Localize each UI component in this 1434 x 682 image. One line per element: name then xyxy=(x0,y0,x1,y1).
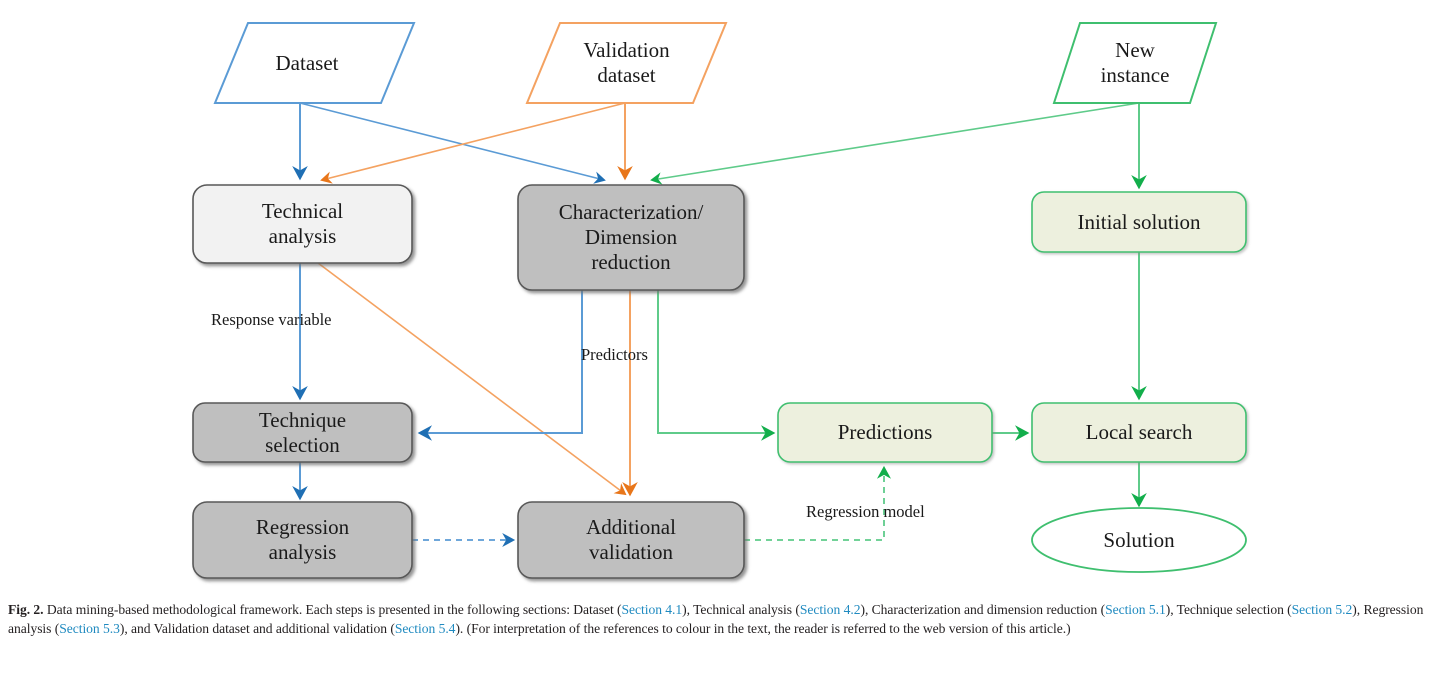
node-layer xyxy=(192,22,1247,579)
figure-caption: Fig. 2. Data mining-based methodological… xyxy=(8,600,1434,639)
caption-text: Data mining-based methodological framewo… xyxy=(43,602,622,617)
caption-text: ), Characterization and dimension reduct… xyxy=(860,602,1106,617)
caption-section-link[interactable]: Section 4.2 xyxy=(799,602,861,617)
caption-section-link[interactable]: Section 5.1 xyxy=(1105,602,1166,617)
caption-text: ), Technique selection ( xyxy=(1165,602,1292,617)
edge-validation-to-technical-analysis xyxy=(320,102,626,184)
caption-text: ), Technical analysis ( xyxy=(682,602,800,617)
edge-label-regression-model: Regression model xyxy=(806,502,925,521)
node-regression-analysis[interactable] xyxy=(192,501,413,579)
node-technique-selection[interactable] xyxy=(192,402,413,463)
node-new-instance[interactable] xyxy=(1052,22,1218,104)
edge-label-response-variable: Response variable xyxy=(211,310,332,329)
node-local-search[interactable] xyxy=(1031,402,1247,463)
edge-layer xyxy=(292,102,1147,548)
caption-text: ), Regression analysis ( xyxy=(8,602,1424,637)
edge-additional-validation-to-predictions xyxy=(744,465,892,541)
edge-technical-analysis-to-additional-validation xyxy=(317,262,627,496)
caption-section-link[interactable]: Section 4.1 xyxy=(621,602,683,617)
flowchart-svg xyxy=(192,22,1247,579)
caption-section-link[interactable]: Section 5.2 xyxy=(1291,602,1353,617)
edge-characterization-to-predictions xyxy=(657,290,776,441)
node-technical-analysis[interactable] xyxy=(192,184,413,264)
node-initial-solution[interactable] xyxy=(1031,191,1247,253)
caption-figure-number: Fig. 2. xyxy=(8,602,44,617)
node-characterization[interactable] xyxy=(517,184,745,291)
edge-dataset-to-characterization xyxy=(299,102,606,184)
caption-section-link[interactable]: Section 5.4 xyxy=(394,621,456,637)
node-additional-validation[interactable] xyxy=(517,501,745,579)
edge-new-instance-to-characterization xyxy=(650,102,1140,185)
node-validation-dataset[interactable] xyxy=(525,22,728,104)
node-predictions[interactable] xyxy=(777,402,993,463)
edge-label-predictors: Predictors xyxy=(581,345,648,364)
caption-text: ), and Validation dataset and additional… xyxy=(119,621,395,637)
caption-section-link[interactable]: Section 5.3 xyxy=(59,621,120,637)
node-solution[interactable] xyxy=(1031,507,1247,573)
caption-text: ). (For interpretation of the references… xyxy=(455,621,1071,637)
edge-characterization-to-technique-selection xyxy=(417,290,583,441)
node-dataset[interactable] xyxy=(213,22,416,104)
